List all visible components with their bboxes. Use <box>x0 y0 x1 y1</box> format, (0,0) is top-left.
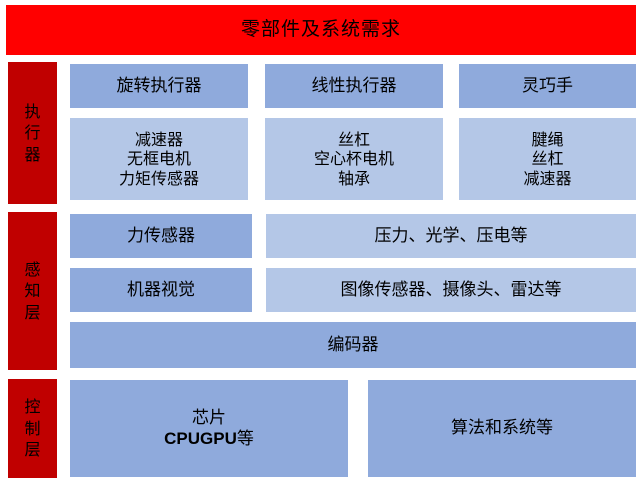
header-banner: 零部件及系统需求 <box>6 5 636 55</box>
tile-dexterous-hand-parts: 腱绳 丝杠 减速器 <box>459 118 636 200</box>
tile-machine-vision: 机器视觉 <box>70 268 252 312</box>
tile-dexterous-hand-part-3: 减速器 <box>523 168 572 188</box>
tile-force-sensor-detail: 压力、光学、压电等 <box>266 214 636 258</box>
tile-chip-detail-suffix: 等 <box>236 428 254 449</box>
tile-dexterous-hand-part-2: 丝杠 <box>531 149 564 169</box>
tile-rotary-actuator-label: 旋转执行器 <box>116 75 202 96</box>
sidebar-label-control-char-2: 制 <box>24 418 41 438</box>
tile-rotary-actuator-part-2: 无框电机 <box>126 149 191 169</box>
tile-dexterous-hand: 灵巧手 <box>459 64 636 108</box>
tile-rotary-actuator: 旋转执行器 <box>70 64 248 108</box>
sidebar-label-actuator: 执 行 器 <box>8 62 57 204</box>
tile-encoder-label: 编码器 <box>327 334 379 355</box>
tile-encoder: 编码器 <box>70 322 636 368</box>
tile-chip-detail: CPUGPU等 <box>164 429 254 450</box>
tile-machine-vision-detail-label: 图像传感器、摄像头、雷达等 <box>340 279 562 300</box>
tile-force-sensor: 力传感器 <box>70 214 252 258</box>
sidebar-label-sensing-char-1: 感 <box>24 259 41 279</box>
tile-dexterous-hand-part-1: 腱绳 <box>531 129 564 149</box>
tile-algorithm-system: 算法和系统等 <box>368 380 636 477</box>
sidebar-label-sensing-char-2: 知 <box>24 281 41 301</box>
tile-algorithm-system-label: 算法和系统等 <box>451 418 553 439</box>
sidebar-label-actuator-char-3: 器 <box>24 144 41 164</box>
tile-linear-actuator-parts: 丝杠 空心杯电机 轴承 <box>265 118 443 200</box>
tile-dexterous-hand-label: 灵巧手 <box>522 75 573 96</box>
tile-machine-vision-label: 机器视觉 <box>127 279 195 300</box>
sidebar-label-sensing-char-3: 层 <box>24 302 41 322</box>
sidebar-label-actuator-char-1: 执 <box>24 101 41 121</box>
tile-linear-actuator: 线性执行器 <box>265 64 443 108</box>
tile-machine-vision-detail: 图像传感器、摄像头、雷达等 <box>266 268 636 312</box>
tile-force-sensor-detail-label: 压力、光学、压电等 <box>374 225 528 246</box>
tile-linear-actuator-label: 线性执行器 <box>311 75 397 96</box>
tile-chip: 芯片 CPUGPU等 <box>70 380 348 477</box>
tile-rotary-actuator-part-3: 力矩传感器 <box>118 168 199 188</box>
tile-linear-actuator-part-3: 轴承 <box>337 168 370 188</box>
tile-chip-label: 芯片 <box>192 407 226 428</box>
tile-rotary-actuator-parts: 减速器 无框电机 力矩传感器 <box>70 118 248 200</box>
tile-linear-actuator-part-1: 丝杠 <box>337 129 370 149</box>
tile-force-sensor-label: 力传感器 <box>127 225 195 246</box>
header-title: 零部件及系统需求 <box>240 18 401 41</box>
tile-rotary-actuator-part-1: 减速器 <box>134 129 183 149</box>
sidebar-label-sensing: 感 知 层 <box>8 212 57 370</box>
sidebar-label-actuator-char-2: 行 <box>24 123 41 143</box>
sidebar-label-control-char-1: 控 <box>24 397 41 417</box>
tile-linear-actuator-part-2: 空心杯电机 <box>313 149 394 169</box>
sidebar-label-control: 控 制 层 <box>8 379 57 478</box>
tile-chip-detail-latin: CPUGPU <box>164 428 237 448</box>
sidebar-label-control-char-3: 层 <box>24 440 41 460</box>
